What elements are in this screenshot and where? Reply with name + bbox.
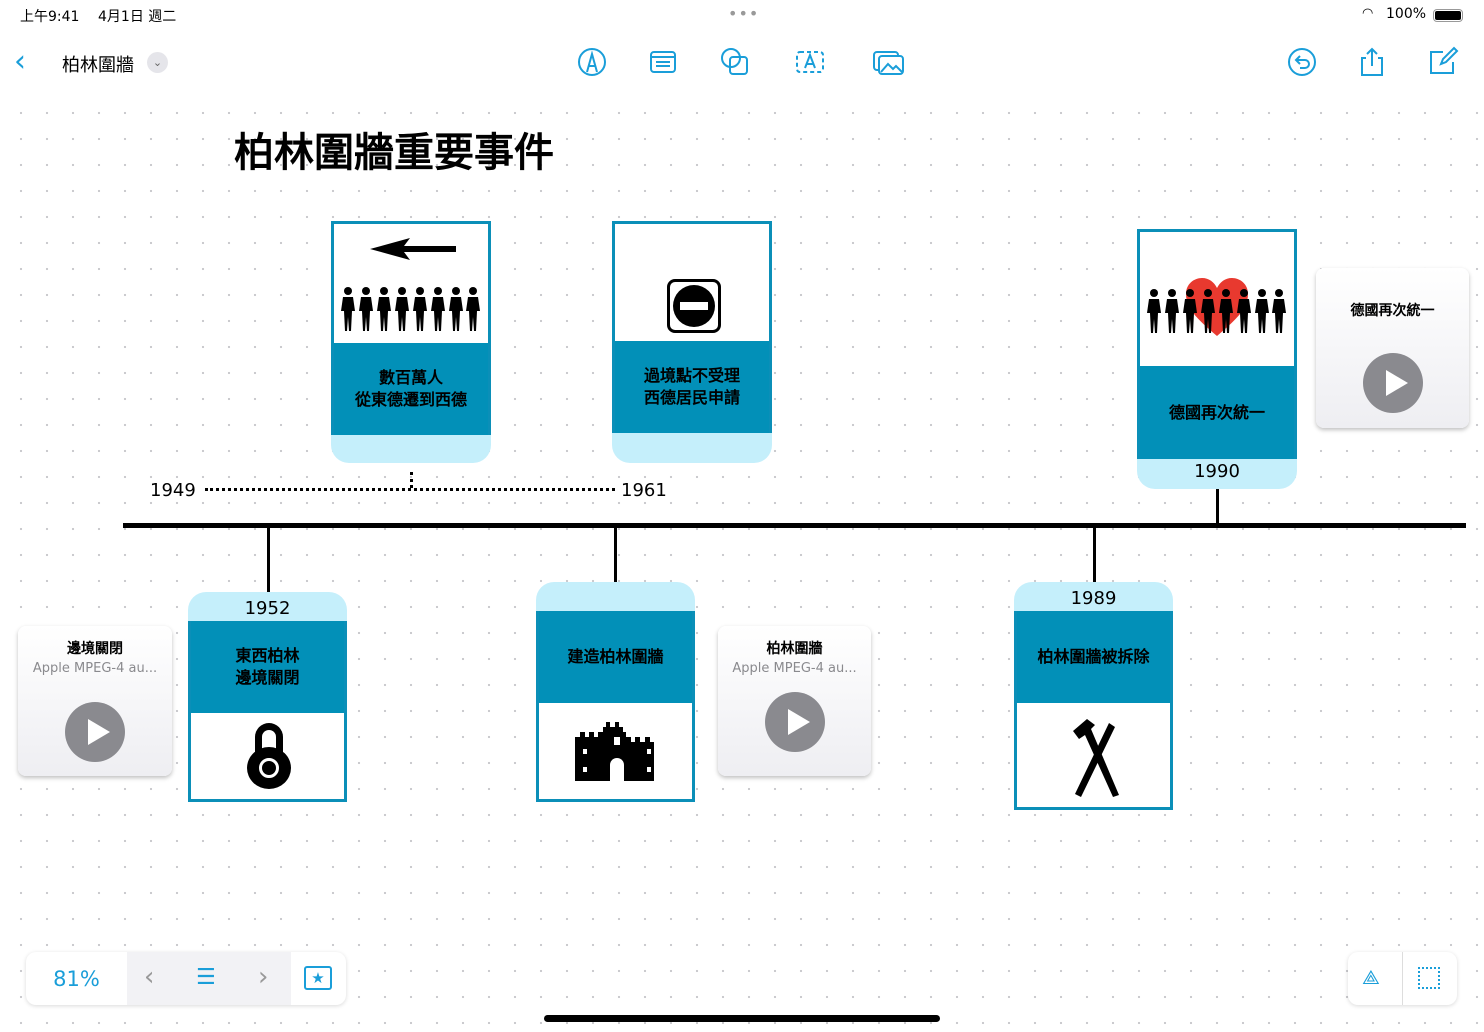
status-date: 4月1日 週二: [98, 9, 177, 25]
audio-subtitle: Apple MPEG-4 au...: [732, 661, 857, 676]
audio-card[interactable]: 德國再次統一: [1316, 268, 1469, 428]
card-header: 1989: [1014, 582, 1173, 614]
tools-icon: [1073, 719, 1119, 797]
card-text: 德國再次統一: [1140, 366, 1294, 459]
back-button[interactable]: ‹: [14, 44, 26, 79]
share-icon[interactable]: [1356, 46, 1388, 78]
audio-card[interactable]: 邊境關閉 Apple MPEG-4 au...: [18, 626, 172, 776]
event-card-reunification[interactable]: 德國再次統一: [1137, 229, 1297, 459]
battery-icon: [1433, 9, 1463, 22]
connector: [1093, 525, 1096, 582]
play-icon[interactable]: [65, 702, 125, 762]
board-title[interactable]: 柏林圍牆重要事件: [234, 130, 554, 176]
multitask-dots-icon[interactable]: •••: [728, 4, 760, 23]
card-header: 1952: [188, 592, 347, 624]
grid-icon[interactable]: [1418, 967, 1440, 989]
card-text: 建造柏林圍牆: [539, 611, 692, 703]
audio-title: 德國再次統一: [1350, 303, 1435, 319]
text-icon[interactable]: [794, 46, 826, 78]
play-icon[interactable]: [764, 692, 825, 752]
range-start-label[interactable]: 1949: [150, 480, 196, 501]
bottom-nav-bar: 81% ‹ ☰ › ★: [26, 952, 346, 1005]
pen-tool-icon[interactable]: [576, 46, 608, 78]
no-entry-icon: [667, 279, 721, 333]
audio-subtitle: Apple MPEG-4 au...: [32, 661, 158, 676]
status-time: 上午9:41: [20, 9, 80, 25]
castle-icon: [575, 722, 654, 781]
event-card-migration[interactable]: 數百萬人 從東德遷到西德: [331, 221, 491, 435]
range-end-label[interactable]: 1961: [621, 480, 667, 501]
scenes-list-icon[interactable]: ☰: [196, 965, 216, 990]
battery-percent: 100%: [1386, 6, 1427, 22]
media-icon[interactable]: [872, 46, 904, 78]
event-card-checkpoint[interactable]: 過境點不受理 西德居民申請: [612, 221, 772, 433]
title-menu-chevron-icon[interactable]: ⌄: [147, 52, 168, 73]
shapes-icon[interactable]: [719, 46, 751, 78]
connector: [614, 525, 617, 582]
card-text: 東西柏林 邊境關閉: [191, 621, 344, 713]
zoom-level-button[interactable]: 81%: [53, 966, 100, 991]
card-footer: [331, 430, 491, 463]
card-footer: 1990: [1137, 454, 1297, 489]
card-text: 過境點不受理 西德居民申請: [615, 341, 769, 433]
people-icon: [1147, 289, 1286, 333]
add-scene-icon[interactable]: ★: [304, 966, 332, 990]
wifi-icon: ◠: [1362, 6, 1374, 21]
card-text: 數百萬人 從東德遷到西德: [334, 343, 488, 435]
card-text: 柏林圍牆被拆除: [1017, 611, 1170, 703]
event-card-wall-demolished[interactable]: 柏林圍牆被拆除: [1014, 611, 1173, 810]
undo-icon[interactable]: [1286, 46, 1318, 78]
people-icon: [341, 287, 480, 331]
card-header: [536, 582, 695, 614]
arrow-left-icon: [370, 238, 456, 260]
audio-title: 柏林圍牆: [766, 641, 823, 657]
play-icon[interactable]: [1362, 353, 1423, 413]
connector-tool-icon[interactable]: ⟁: [1362, 965, 1380, 989]
compose-icon[interactable]: [1427, 46, 1459, 78]
connector: [267, 525, 270, 592]
audio-title: 邊境關閉: [67, 641, 123, 657]
next-scene-icon[interactable]: ›: [258, 962, 269, 992]
connector: [1216, 489, 1219, 525]
text-box-icon[interactable]: [647, 46, 679, 78]
event-card-wall-built[interactable]: 建造柏林圍牆: [536, 611, 695, 802]
card-footer: [612, 428, 772, 463]
dotted-range-line[interactable]: [205, 488, 615, 491]
bottom-tools-bar: ⟁: [1348, 952, 1457, 1005]
document-title[interactable]: 柏林圍牆: [62, 55, 134, 76]
heart-icon: [1186, 278, 1248, 336]
lock-icon: [247, 723, 291, 789]
event-card-border-closed[interactable]: 東西柏林 邊境關閉: [188, 621, 347, 802]
timeline-line[interactable]: [123, 523, 1466, 528]
audio-card[interactable]: 柏林圍牆 Apple MPEG-4 au...: [718, 626, 871, 776]
home-indicator[interactable]: [544, 1015, 940, 1022]
top-toolbar: [0, 0, 1484, 100]
dotted-connector: [410, 472, 413, 488]
previous-scene-icon[interactable]: ‹: [144, 962, 155, 992]
